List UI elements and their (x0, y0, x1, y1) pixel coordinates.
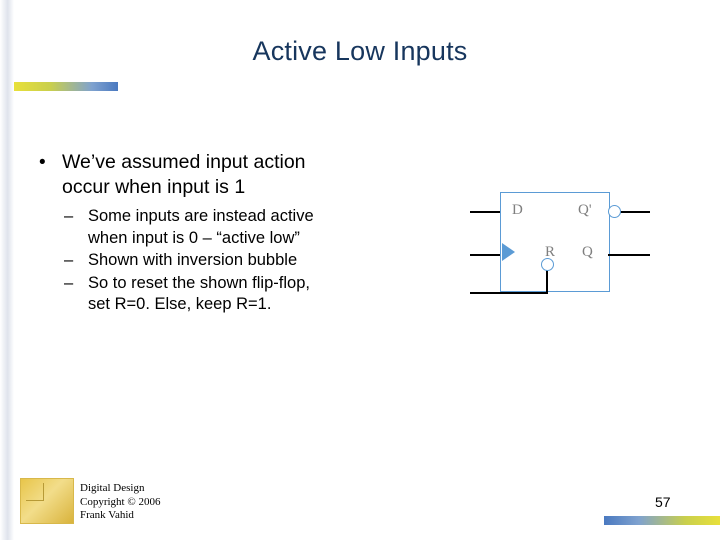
bullet-level2: – Shown with inversion bubble (62, 250, 448, 272)
bullet-line: occur when input is 1 (62, 176, 246, 198)
footer-logo-inner-shape (26, 483, 44, 501)
bullet-marker-icon: • (39, 152, 46, 173)
diagram-label-r: R (545, 244, 556, 260)
flip-flop-body (500, 192, 610, 292)
bullet-line: Some inputs are instead active (88, 207, 314, 225)
diagram-label-d: D (512, 202, 523, 218)
dash-marker-icon: – (64, 207, 74, 225)
diagram-label-q: Q (582, 244, 593, 260)
subbullet-group: – Some inputs are instead active when in… (28, 206, 448, 316)
bullet-level2: – Some inputs are instead active when in… (62, 206, 448, 249)
wire-reset-vertical (546, 263, 548, 293)
left-decorative-band (0, 0, 14, 540)
inversion-bubble-q-prime-icon (608, 205, 621, 218)
footer-line-title: Digital Design (80, 482, 145, 494)
bullet-line: So to reset the shown flip-flop, (88, 273, 310, 292)
dash-marker-icon: – (64, 251, 74, 269)
dash-marker-icon: – (64, 273, 74, 292)
footer-accent-bar (604, 516, 720, 525)
bullet-level1: • We’ve assumed input action occur when … (28, 150, 448, 200)
footer-credits: Digital Design Copyright © 2006 Frank Va… (80, 482, 160, 523)
slide-body: • We’ve assumed input action occur when … (28, 150, 448, 317)
page-title: Active Low Inputs (252, 36, 468, 66)
footer-logo (20, 478, 74, 524)
footer-line-author: Frank Vahid (80, 509, 134, 521)
wire-clock-input (470, 254, 500, 256)
bullet-line: Shown with inversion bubble (88, 251, 298, 269)
bullet-line: when input is 0 – “active low” (88, 228, 300, 247)
footer-line-copyright: Copyright © 2006 (80, 495, 161, 508)
bullet-level2: – So to reset the shown flip-flop, set R… (62, 273, 448, 316)
inversion-bubble-reset-icon (541, 258, 554, 271)
slide-number: 57 (655, 494, 671, 510)
wire-d-input (470, 211, 500, 213)
wire-q-prime-output (620, 211, 650, 213)
flip-flop-diagram: D Q' Q R (470, 180, 700, 330)
bullet-line: set R=0. Else, keep R=1. (88, 295, 272, 313)
title-accent-bar (14, 82, 118, 91)
diagram-label-q-prime: Q' (578, 202, 592, 218)
clock-triangle-icon (502, 243, 515, 261)
bullet-line: We’ve assumed input action (62, 151, 306, 173)
wire-q-output (608, 254, 650, 256)
wire-reset-horizontal (470, 292, 548, 294)
